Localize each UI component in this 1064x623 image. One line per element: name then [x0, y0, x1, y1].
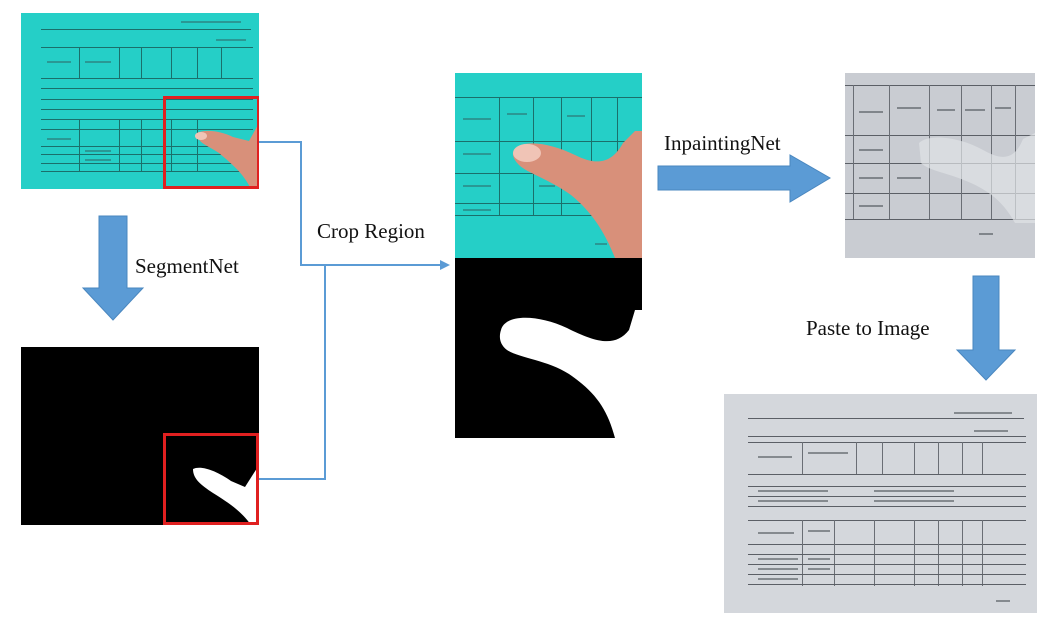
- inpaintingnet-arrow: [657, 154, 831, 203]
- cropped-mask: [455, 258, 642, 438]
- cropped-image: [455, 73, 642, 258]
- connector-image-to-crop: [259, 141, 440, 266]
- inpainted-region: [919, 133, 1035, 223]
- crop-arrowhead: [440, 260, 450, 270]
- connector-mask-to-crop: [259, 265, 326, 480]
- crop-box-mask: [163, 433, 259, 525]
- paste-to-image-label: Paste to Image: [806, 316, 930, 340]
- crop-box-image: [163, 96, 259, 189]
- cropped-hand-shape: [512, 131, 642, 258]
- input-image: [21, 13, 259, 189]
- inpainted-crop: [845, 73, 1035, 258]
- inpaintingnet-label: InpaintingNet: [664, 131, 781, 155]
- paste-arrow: [955, 275, 1017, 381]
- mask-hand-shape: [193, 465, 259, 525]
- cropped-mask-hand-shape: [499, 310, 642, 438]
- segmentnet-arrow: [81, 215, 145, 321]
- crop-region-label: Crop Region: [317, 219, 425, 243]
- segmentation-mask: [21, 347, 259, 525]
- output-image: [724, 394, 1037, 613]
- hand-shape: [195, 123, 259, 189]
- segmentnet-label: SegmentNet: [135, 254, 239, 278]
